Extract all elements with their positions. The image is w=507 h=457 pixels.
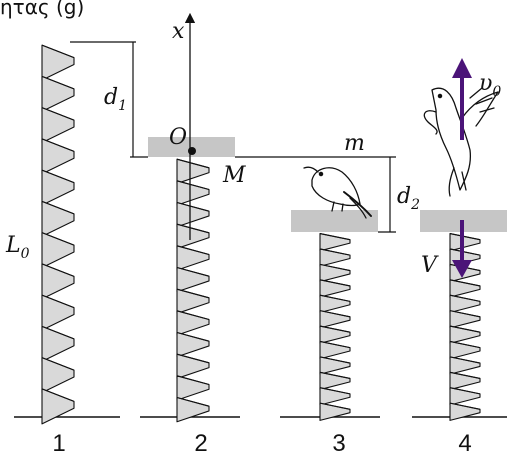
spring-coil-edge [176,396,210,407]
spring-coil-edge [319,325,351,333]
spring-coil-edge [319,340,351,349]
v0-arrowhead [452,58,472,78]
spring-coil-edge [41,169,75,184]
x-axis-label: x [172,19,185,44]
spring-coil-edge [319,402,351,410]
spring-coil-edge [449,402,481,410]
spring-4 [449,232,481,421]
spring-coil [176,396,210,423]
panel-number-2: 2 [194,430,207,457]
spring-coil [41,232,75,269]
spring-coil [176,331,210,358]
spring-coil-edge [319,248,351,256]
spring-2 [176,158,210,423]
spring-coil-edge [176,223,210,234]
spring-coil-edge [41,294,75,309]
plate-M-panel-2 [148,137,235,157]
mass-m-label: m [344,131,365,156]
spring-coil-edge [41,138,75,152]
spring-3 [319,232,351,421]
spring-coil-edge [41,200,75,215]
spring-coil-edge [41,75,75,90]
spring-coil-edge [176,331,210,342]
spring-coil-edge [176,180,210,191]
spring-coil [41,388,75,425]
spring-coil [41,44,75,81]
spring-coil-edge [41,44,75,59]
spring-coil-edge [449,233,481,241]
spring-coil-edge [319,356,351,364]
spring-coil-edge [449,279,481,287]
spring-coil-edge [319,279,351,287]
spring-coil-edge [449,371,481,379]
spring-coil-edge [319,294,351,302]
spring-coil [41,138,75,175]
v0-label: υ0 [479,71,501,100]
spring-coil-edge [449,248,481,256]
panel-number-3: 3 [332,430,345,457]
spring-coil [41,263,75,300]
spring-coil-edge [41,357,75,371]
spring-coil-edge [319,310,351,318]
spring-coil [176,223,210,249]
spring-coil [176,201,210,228]
origin-label: O [169,125,187,150]
spring-coil-edge [449,356,481,364]
spring-coil-edge [449,294,481,302]
panel-number-4: 4 [458,430,471,457]
spring-coil [41,294,75,331]
spring-coil-edge [319,263,351,272]
spring-coil-edge [176,245,210,256]
L0-label: L0 [5,233,30,262]
spring-coil-edge [41,388,75,402]
spring-coil [176,245,210,271]
spring-coil-edge [176,375,210,386]
spring-coil [176,180,210,206]
V-arrowhead [452,260,472,278]
spring-coil [41,357,75,394]
spring-coil-edge [176,201,210,212]
spring-coil-edge [319,233,351,241]
spring-coil [176,310,210,336]
spring-coil [41,200,75,237]
spring-coil-edge [41,263,75,277]
panel-number-1: 1 [52,430,65,457]
spring-coil-edge [176,288,210,299]
spring-coil-edge [41,107,75,121]
spring-coil-edge [41,232,75,246]
d2-label: d2 [397,184,420,213]
origin-point [188,147,196,155]
header-text-cut: ητας (g) [0,0,84,19]
spring-coil [41,107,75,144]
flying-bird-icon [423,87,499,197]
spring-coil [176,375,210,401]
spring-coil-edge [176,353,210,364]
mass-M-label: M [222,163,246,188]
spring-coil-edge [176,266,210,277]
spring-coil-edge [449,310,481,318]
d1-label: d1 [104,85,127,114]
spring-coil [176,266,210,293]
spring-coil [41,75,75,112]
spring-coil [176,158,210,184]
spring-coil-edge [449,340,481,349]
spring-coil-edge [319,371,351,379]
V-label: V [421,253,439,278]
bird-icon [303,166,372,219]
spring-coil-edge [449,387,481,395]
spring-coil [176,288,210,314]
spring-coil [41,325,75,362]
spring-coil-edge [176,310,210,321]
spring-coil-edge [449,325,481,333]
spring-coil-edge [41,325,75,340]
spring-coil [41,169,75,206]
spring-1 [41,44,75,425]
plate-panel-3 [291,210,378,232]
spring-coil-edge [319,387,351,395]
spring-coil [176,353,210,379]
spring-coil-edge [176,158,210,169]
